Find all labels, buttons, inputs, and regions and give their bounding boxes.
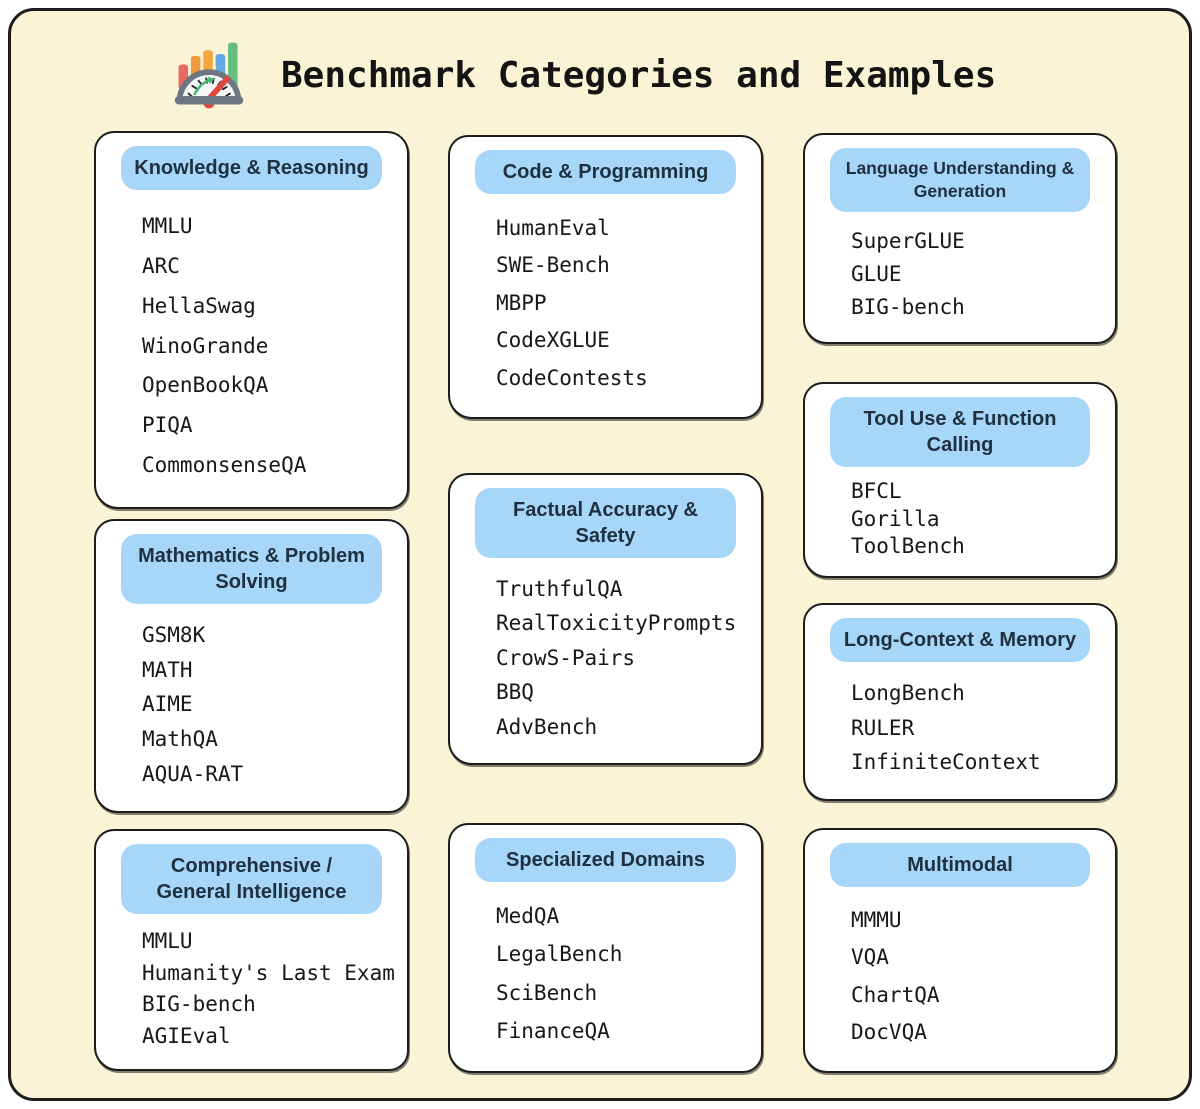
category-header: Multimodal <box>830 843 1090 887</box>
category-card-multimodal: Multimodal MMMU VQA ChartQA DocVQA <box>803 828 1117 1073</box>
benchmark-item: RULER <box>851 715 915 740</box>
benchmark-item: MATH <box>142 657 193 682</box>
benchmark-list: SuperGLUE GLUE BIG-bench <box>821 212 1099 333</box>
benchmark-item: TruthfulQA <box>496 576 623 601</box>
benchmark-item: SciBench <box>496 980 598 1005</box>
category-card-comprehensive: Comprehensive / General Intelligence MML… <box>94 829 409 1071</box>
page-title: Benchmark Categories and Examples <box>281 54 997 96</box>
benchmark-item: BBQ <box>496 680 534 704</box>
benchmark-item: HellaSwag <box>142 293 256 318</box>
category-header: Language Understanding & Generation <box>830 148 1090 212</box>
benchmark-item: Humanity's Last Exam <box>142 960 395 985</box>
category-header: Mathematics & Problem Solving <box>121 534 382 604</box>
benchmark-list: MMMU VQA ChartQA DocVQA <box>821 887 1099 1061</box>
benchmark-item: MMLU <box>142 929 193 954</box>
benchmark-item: Gorilla <box>851 506 940 531</box>
benchmark-item: AIME <box>142 692 193 717</box>
benchmark-item: LegalBench <box>496 942 623 967</box>
benchmark-item: VQA <box>851 945 889 970</box>
benchmark-item: RealToxicityPrompts <box>496 611 737 635</box>
benchmark-item: WinoGrande <box>142 333 269 358</box>
benchmark-item: MathQA <box>142 727 218 752</box>
benchmark-item: MBPP <box>496 290 547 315</box>
category-header: Tool Use & Function Calling <box>830 397 1090 467</box>
diagram-board: Benchmark Categories and Examples Knowle… <box>8 8 1192 1101</box>
benchmark-item: BIG-bench <box>142 992 256 1017</box>
benchmark-item: DocVQA <box>851 1019 927 1044</box>
benchmark-item: PIQA <box>142 413 193 438</box>
header: Benchmark Categories and Examples <box>169 37 996 113</box>
benchmark-item: ARC <box>142 253 180 278</box>
benchmark-item: GSM8K <box>142 622 206 647</box>
benchmark-item: InfiniteContext <box>851 750 1041 775</box>
category-header: Comprehensive / General Intelligence <box>121 844 382 914</box>
benchmark-item: OpenBookQA <box>142 373 269 398</box>
benchmark-item: BFCL <box>851 478 902 503</box>
benchmark-item: SuperGLUE <box>851 228 965 253</box>
benchmark-list: GSM8K MATH AIME MathQA AQUA-RAT <box>112 604 391 801</box>
category-header: Long-Context & Memory <box>830 618 1090 662</box>
benchmark-item: MedQA <box>496 904 560 929</box>
benchmark-item: AdvBench <box>496 714 598 739</box>
benchmark-item: CommonsenseQA <box>142 453 307 478</box>
benchmark-item: CodeXGLUE <box>496 328 610 352</box>
benchmark-item: FinanceQA <box>496 1018 610 1043</box>
benchmark-item: HumanEval <box>496 215 610 240</box>
category-card-mathematics: Mathematics & Problem Solving GSM8K MATH A… <box>94 519 409 813</box>
category-header: Factual Accuracy & Safety <box>475 488 736 558</box>
category-header: Knowledge & Reasoning <box>121 146 382 190</box>
benchmark-item: CrowS-Pairs <box>496 645 636 670</box>
benchmark-item: BIG-bench <box>851 294 965 319</box>
category-header: Specialized Domains <box>475 838 736 882</box>
benchmark-item: LongBench <box>851 680 965 705</box>
benchmark-item: MMMU <box>851 908 902 933</box>
benchmark-item: ChartQA <box>851 982 940 1007</box>
benchmark-item: CodeContests <box>496 365 648 390</box>
benchmark-item: AGIEval <box>142 1023 231 1048</box>
category-card-factual-safety: Factual Accuracy & Safety TruthfulQA Real… <box>448 473 763 765</box>
benchmark-item: GLUE <box>851 261 902 286</box>
benchmark-item: MMLU <box>142 213 193 238</box>
benchmark-item: SWE-Bench <box>496 253 610 277</box>
category-card-language-understanding: Language Understanding & Generation Supe… <box>803 133 1117 344</box>
benchmark-gauge-icon <box>174 42 244 109</box>
category-header: Code & Programming <box>475 150 736 194</box>
benchmark-item: AQUA-RAT <box>142 762 244 787</box>
benchmark-item: ToolBench <box>851 534 965 559</box>
